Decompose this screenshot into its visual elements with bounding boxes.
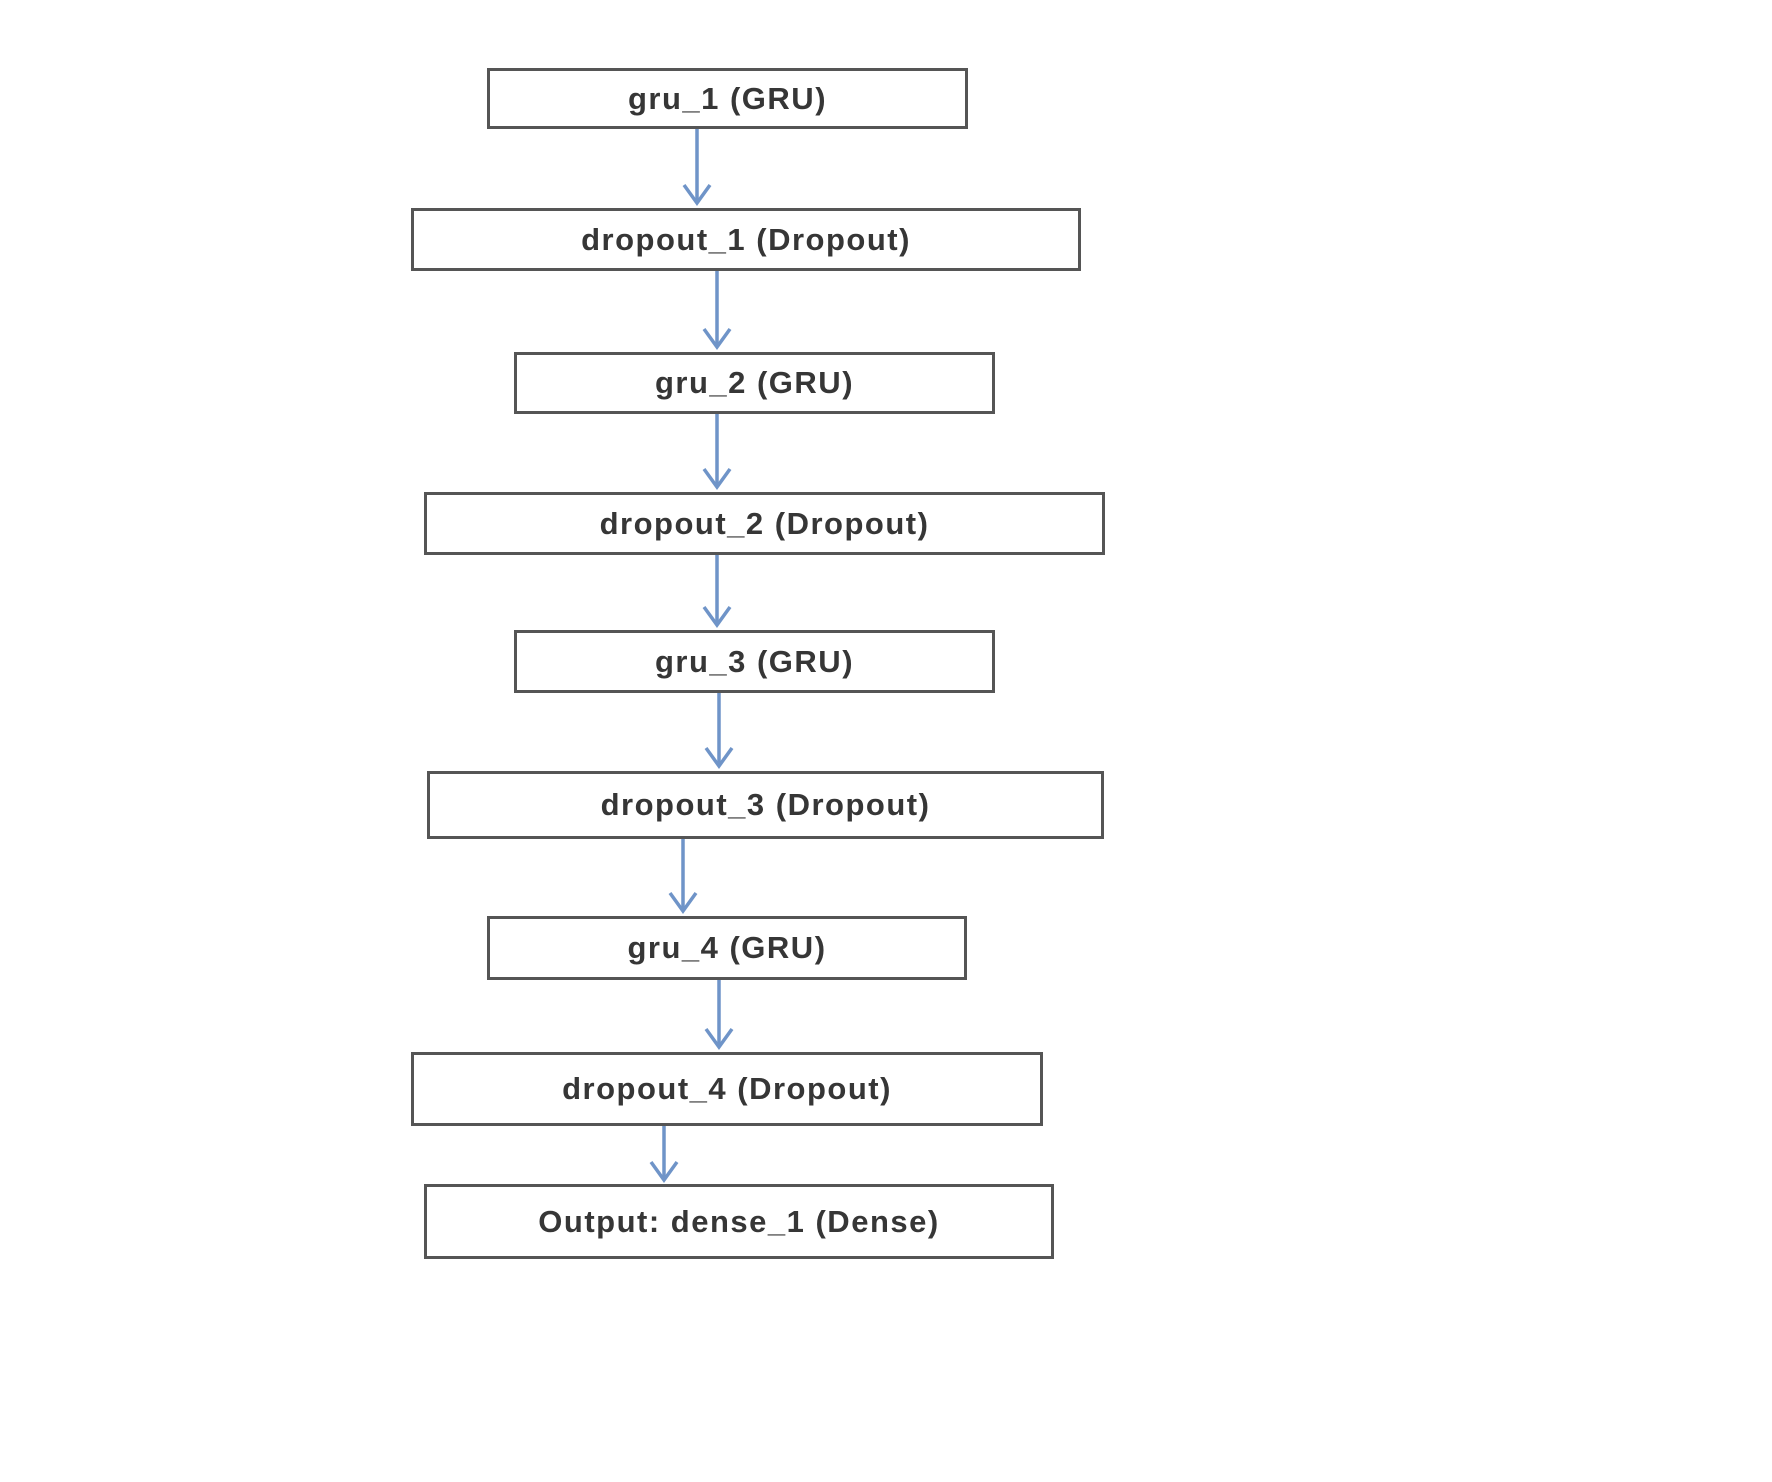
node-label: dropout_3 (Dropout) xyxy=(600,787,931,822)
node-label: dropout_4 (Dropout) xyxy=(562,1071,892,1106)
arrow-gru_2-to-dropout_2 xyxy=(702,414,732,490)
arrow-dropout_2-to-gru_3 xyxy=(702,555,732,628)
node-label: gru_4 (GRU) xyxy=(627,930,827,965)
node-label: gru_2 (GRU) xyxy=(654,365,855,400)
arrow-gru_1-to-dropout_1 xyxy=(682,129,712,206)
arrow-dropout_4-to-dense_1 xyxy=(649,1126,679,1183)
node-dense_1: Output: dense_1 (Dense) xyxy=(424,1184,1054,1259)
node-label: Output: dense_1 (Dense) xyxy=(538,1203,940,1239)
node-gru_4: gru_4 (GRU) xyxy=(487,916,967,980)
node-label: dropout_1 (Dropout) xyxy=(581,221,911,257)
node-gru_1: gru_1 (GRU) xyxy=(487,68,968,129)
node-dropout_2: dropout_2 (Dropout) xyxy=(424,492,1105,555)
node-gru_3: gru_3 (GRU) xyxy=(514,630,995,693)
node-dropout_3: dropout_3 (Dropout) xyxy=(427,771,1104,839)
node-dropout_4: dropout_4 (Dropout) xyxy=(411,1052,1043,1126)
node-dropout_1: dropout_1 (Dropout) xyxy=(411,208,1081,271)
arrow-dropout_3-to-gru_4 xyxy=(668,839,698,914)
arrow-gru_3-to-dropout_3 xyxy=(704,693,734,769)
node-label: gru_1 (GRU) xyxy=(627,80,828,116)
arrow-dropout_1-to-gru_2 xyxy=(702,271,732,350)
node-label: dropout_2 (Dropout) xyxy=(599,505,930,541)
node-label: gru_3 (GRU) xyxy=(654,643,855,679)
arrow-gru_4-to-dropout_4 xyxy=(704,980,734,1050)
node-gru_2: gru_2 (GRU) xyxy=(514,352,995,414)
